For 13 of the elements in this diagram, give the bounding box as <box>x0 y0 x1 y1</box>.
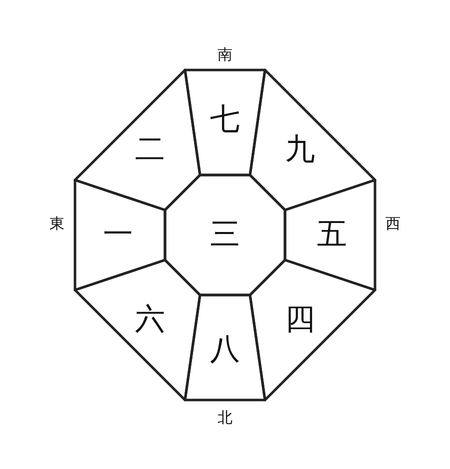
star-number: 六 <box>135 305 165 335</box>
star-number: 三 <box>210 220 240 250</box>
star-number: 五 <box>317 220 347 250</box>
direction-label: 北 <box>218 410 232 426</box>
direction-label: 南 <box>218 48 232 62</box>
direction-label: 西 <box>386 216 400 232</box>
star-number: 七 <box>210 105 240 135</box>
star-number: 二 <box>135 135 165 165</box>
star-number: 四 <box>285 305 315 335</box>
direction-label: 東 <box>50 216 64 232</box>
star-number: 八 <box>210 335 240 365</box>
star-number: 一 <box>103 220 133 250</box>
star-number: 九 <box>285 135 315 165</box>
